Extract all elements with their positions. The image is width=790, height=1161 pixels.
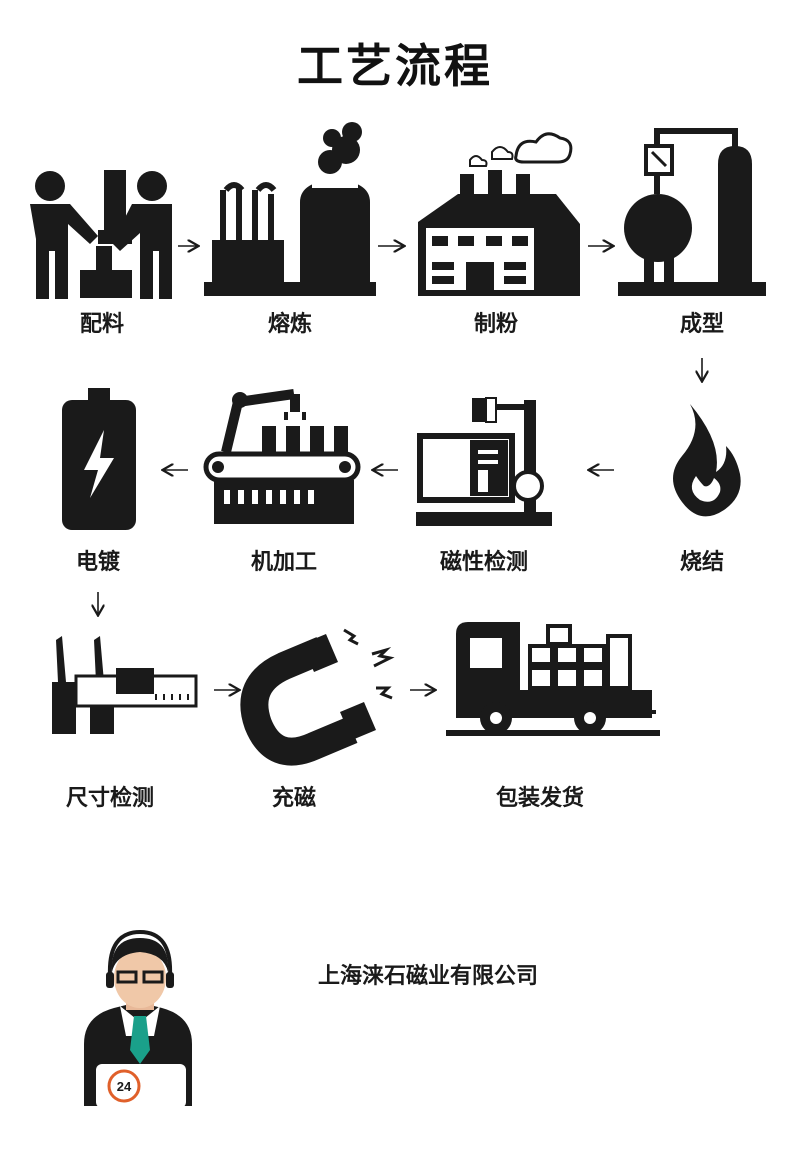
- caliper-icon: [52, 636, 198, 734]
- robot-arm-conveyor-icon: [203, 389, 361, 524]
- smelting-plant-icon: [204, 122, 376, 296]
- inspection-machine-icon: [416, 397, 552, 526]
- horseshoe-magnet-icon: [240, 628, 395, 766]
- delivery-truck-icon: [446, 622, 660, 736]
- gas-tank-icon: [618, 128, 766, 296]
- step-label-forming: 成型: [679, 312, 724, 337]
- support-badge-text: 24: [117, 1079, 132, 1094]
- flow-arrows: [98, 246, 702, 690]
- step-label-machining: 机加工: [250, 550, 317, 575]
- workers-icon: [30, 170, 172, 299]
- step-label-dimension-test: 尺寸检测: [65, 786, 154, 811]
- step-label-smelting: 熔炼: [267, 312, 312, 337]
- company-name: 上海涞石磁业有限公司: [318, 964, 539, 989]
- step-label-sintering: 烧结: [679, 550, 724, 575]
- step-label-magnetizing: 充磁: [271, 786, 316, 811]
- step-label-milling: 制粉: [473, 312, 518, 337]
- step-label-batching: 配料: [79, 312, 124, 337]
- flame-icon: [673, 404, 741, 517]
- step-label-plating: 电镀: [75, 550, 120, 575]
- page-title: 工艺流程: [297, 39, 493, 93]
- factory-icon: [418, 132, 580, 296]
- support-agent-icon: [84, 929, 192, 1108]
- battery-icon: [62, 388, 136, 530]
- step-label-magnetic-test: 磁性检测: [439, 550, 528, 575]
- step-label-packing-shipping: 包装发货: [495, 786, 584, 811]
